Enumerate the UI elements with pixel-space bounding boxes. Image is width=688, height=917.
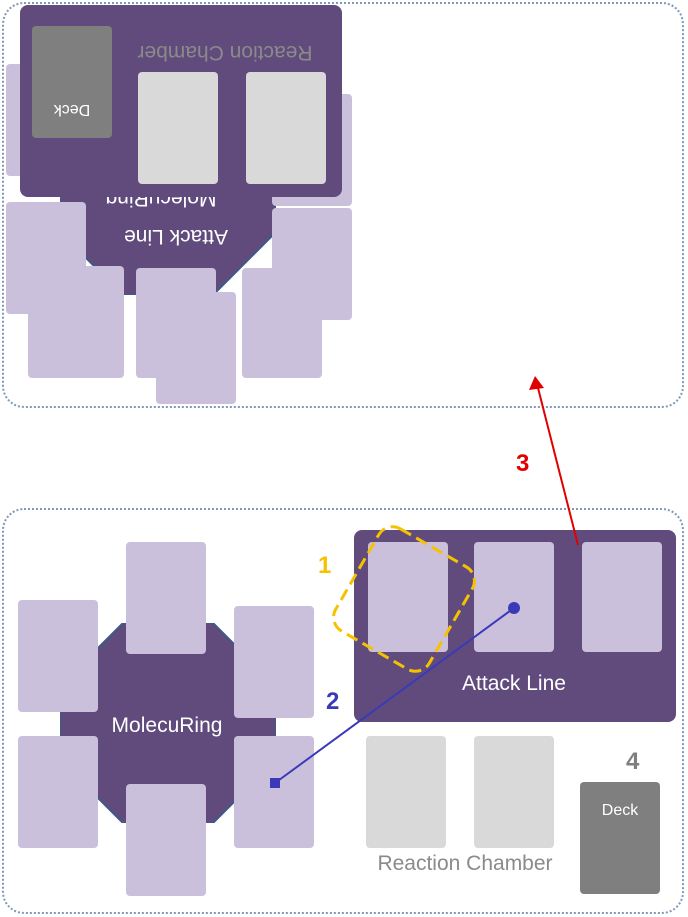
opponent-attack-line-label: Attack Line [124, 225, 228, 248]
player-ring-card[interactable] [126, 784, 206, 896]
step-2-number: 2 [326, 688, 340, 715]
player-board: MolecuRing Attack Line Reaction Chamber … [2, 508, 684, 914]
opponent-attack-card[interactable] [242, 268, 322, 378]
opponent-reaction-chamber-label: Reaction Chamber [137, 41, 313, 64]
player-reaction-slot[interactable] [366, 736, 446, 848]
player-molecuring-label: MolecuRing [111, 714, 223, 737]
player-attack-card[interactable] [474, 542, 554, 652]
opponent-reaction-slot[interactable] [138, 72, 218, 184]
player-attack-card[interactable] [368, 542, 448, 652]
player-ring-card[interactable] [234, 606, 314, 718]
opponent-board-content: MolecuRing Attack Line Reaction Chamber … [4, 4, 686, 410]
opponent-attack-card[interactable] [28, 268, 108, 378]
player-deck-label: Deck [601, 802, 639, 819]
opponent-board: MolecuRing Attack Line Reaction Chamber … [2, 2, 684, 408]
player-reaction-chamber-label: Reaction Chamber [377, 852, 553, 875]
step-4-number: 4 [626, 748, 640, 775]
opponent-attack-card[interactable] [136, 268, 216, 378]
step-3-number: 3 [516, 450, 530, 477]
player-ring-card[interactable] [18, 600, 98, 712]
player-ring-card[interactable] [234, 736, 314, 848]
opponent-deck[interactable]: Deck [32, 26, 112, 138]
opponent-deck-label: Deck [53, 101, 91, 118]
player-ring-card[interactable] [18, 736, 98, 848]
player-reaction-slot[interactable] [474, 736, 554, 848]
step-1-number: 1 [318, 552, 332, 579]
player-attack-line-label: Attack Line [462, 672, 566, 695]
player-ring-card[interactable] [126, 542, 206, 654]
player-deck[interactable]: Deck [580, 782, 660, 894]
player-attack-card[interactable] [582, 542, 662, 652]
opponent-reaction-slot[interactable] [246, 72, 326, 184]
